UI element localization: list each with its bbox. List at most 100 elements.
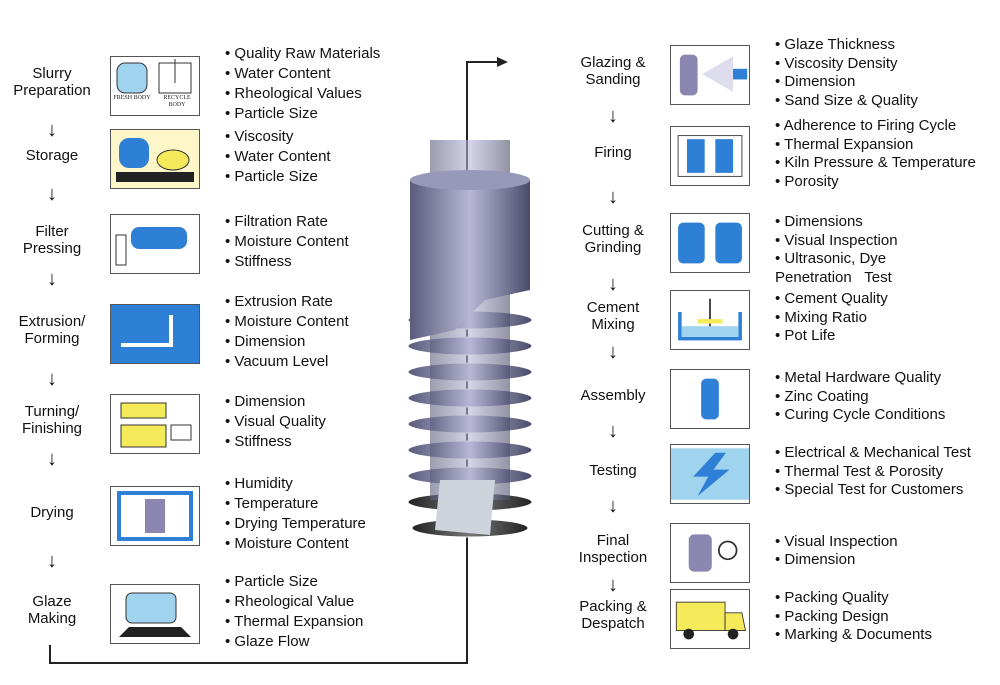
bullet-item: Quality Raw Materials — [225, 44, 450, 64]
bullet-item: Vacuum Level — [225, 352, 450, 372]
step-label-right-6: Final Inspection — [578, 532, 648, 566]
step-label-right-4: Assembly — [580, 386, 646, 404]
step-label-right-5: Testing — [589, 461, 637, 479]
bullet-list-right-4: Metal Hardware QualityZinc CoatingCuring… — [775, 369, 1000, 425]
down-arrow-icon: ↓ — [608, 105, 618, 127]
bullet-item: Special Test for Customers — [775, 481, 1000, 500]
down-arrow-icon: ↓ — [608, 186, 618, 208]
step-label-right-1: Firing — [594, 143, 632, 161]
step-label-left-5: Drying — [30, 503, 74, 521]
bullet-item: Cement Quality — [775, 290, 1000, 309]
down-arrow-icon: ↓ — [47, 183, 57, 205]
bullet-item: Glaze Thickness — [775, 36, 1000, 55]
bullet-item: Stiffness — [225, 432, 450, 452]
bullet-item: Metal Hardware Quality — [775, 369, 1000, 388]
bullet-item: Drying Temperature — [225, 514, 450, 534]
bullet-item: Mixing Ratio — [775, 309, 1000, 328]
glaze-tank-icon — [110, 584, 200, 644]
bullet-item: Rheological Values — [225, 84, 450, 104]
bullet-item: Sand Size & Quality — [775, 92, 1000, 111]
step-label-left-2: Filter Pressing — [22, 223, 82, 257]
down-arrow-icon: ↓ — [47, 268, 57, 290]
step-label-right-2: Cutting & Grinding — [582, 222, 644, 256]
down-arrow-icon: ↓ — [608, 574, 618, 596]
bullet-item: Particle Size — [225, 104, 450, 124]
step-label-right-3: Cement Mixing — [586, 299, 640, 333]
bullet-item: Glaze Flow — [225, 632, 450, 652]
bullet-list-left-3: Extrusion RateMoisture ContentDimensionV… — [225, 292, 450, 372]
bullet-list-right-6: Visual InspectionDimension — [775, 533, 1000, 570]
bullet-item: Stiffness — [225, 252, 450, 272]
bullet-item: Marking & Documents — [775, 626, 1000, 645]
bullet-item: Dimension — [775, 551, 1000, 570]
bullet-item: Ultrasonic, Dye Penetration Test — [775, 250, 1000, 287]
bullet-list-left-1: ViscosityWater ContentParticle Size — [225, 127, 450, 187]
bullet-item: Visual Inspection — [775, 533, 1000, 552]
bullet-item: Pot Life — [775, 327, 1000, 346]
bullet-item: Packing Design — [775, 608, 1000, 627]
down-arrow-icon: ↓ — [608, 420, 618, 442]
flow-arrowhead-icon — [497, 57, 508, 67]
bullet-item: Water Content — [225, 64, 450, 84]
down-arrow-icon: ↓ — [608, 495, 618, 517]
step-label-left-0: Slurry Preparation — [13, 65, 91, 99]
dryer-icon — [110, 486, 200, 546]
grinding-icon — [670, 213, 750, 273]
bullet-list-right-0: Glaze ThicknessViscosity DensityDimensio… — [775, 36, 1000, 110]
icon-caption: FRESH BODY — [113, 95, 151, 101]
bullet-item: Adherence to Firing Cycle — [775, 117, 1000, 136]
glaze-spray-icon — [670, 45, 750, 105]
bullet-item: Porosity — [775, 173, 1000, 192]
step-label-left-1: Storage — [25, 146, 79, 164]
bullet-list-left-5: HumidityTemperatureDrying TemperatureMoi… — [225, 474, 450, 554]
bullet-item: Moisture Content — [225, 312, 450, 332]
bullet-item: Filtration Rate — [225, 212, 450, 232]
bullet-list-right-5: Electrical & Mechanical TestThermal Test… — [775, 444, 1000, 500]
down-arrow-icon: ↓ — [608, 341, 618, 363]
bullet-item: Thermal Expansion — [775, 136, 1000, 155]
bullet-item: Moisture Content — [225, 534, 450, 554]
bullet-item: Kiln Pressure & Temperature — [775, 154, 1000, 173]
mixer-icon — [670, 290, 750, 350]
bullet-item: Packing Quality — [775, 589, 1000, 608]
kiln-icon — [670, 126, 750, 186]
bullet-item: Thermal Expansion — [225, 612, 450, 632]
down-arrow-icon: ↓ — [608, 273, 618, 295]
down-arrow-icon: ↓ — [47, 119, 57, 141]
bullet-item: Moisture Content — [225, 232, 450, 252]
bullet-list-left-0: Quality Raw MaterialsWater ContentRheolo… — [225, 44, 450, 124]
assembly-icon — [670, 369, 750, 429]
bullet-item: Dimensions — [775, 213, 1000, 232]
step-label-left-4: Turning/ Finishing — [21, 403, 83, 437]
icon-caption: RECYCLE BODY — [163, 95, 191, 108]
bullet-item: Viscosity — [225, 127, 450, 147]
down-arrow-icon: ↓ — [47, 448, 57, 470]
bullet-item: Humidity — [225, 474, 450, 494]
storage-tanks-icon — [110, 129, 200, 189]
lathe-icon — [110, 394, 200, 454]
bullet-list-right-1: Adherence to Firing CycleThermal Expansi… — [775, 117, 1000, 191]
bullet-item: Electrical & Mechanical Test — [775, 444, 1000, 463]
step-label-left-3: Extrusion/ Forming — [18, 313, 86, 347]
filter-press-icon — [110, 214, 200, 274]
bullet-item: Particle Size — [225, 167, 450, 187]
inspection-icon — [670, 523, 750, 583]
bullet-item: Water Content — [225, 147, 450, 167]
extruder-icon — [110, 304, 200, 364]
bullet-item: Curing Cycle Conditions — [775, 406, 1000, 425]
bullet-item: Viscosity Density — [775, 55, 1000, 74]
lightning-test-icon — [670, 444, 750, 504]
truck-icon — [670, 589, 750, 649]
bullet-item: Rheological Value — [225, 592, 450, 612]
bullet-list-right-7: Packing QualityPacking DesignMarking & D… — [775, 589, 1000, 645]
bullet-item: Visual Quality — [225, 412, 450, 432]
bullet-list-left-4: DimensionVisual QualityStiffness — [225, 392, 450, 452]
bullet-list-right-3: Cement QualityMixing RatioPot Life — [775, 290, 1000, 346]
step-label-right-0: Glazing & Sanding — [580, 54, 646, 88]
bullet-item: Particle Size — [225, 572, 450, 592]
bullet-list-left-2: Filtration RateMoisture ContentStiffness — [225, 212, 450, 272]
bullet-item: Zinc Coating — [775, 388, 1000, 407]
bullet-item: Thermal Test & Porosity — [775, 463, 1000, 482]
